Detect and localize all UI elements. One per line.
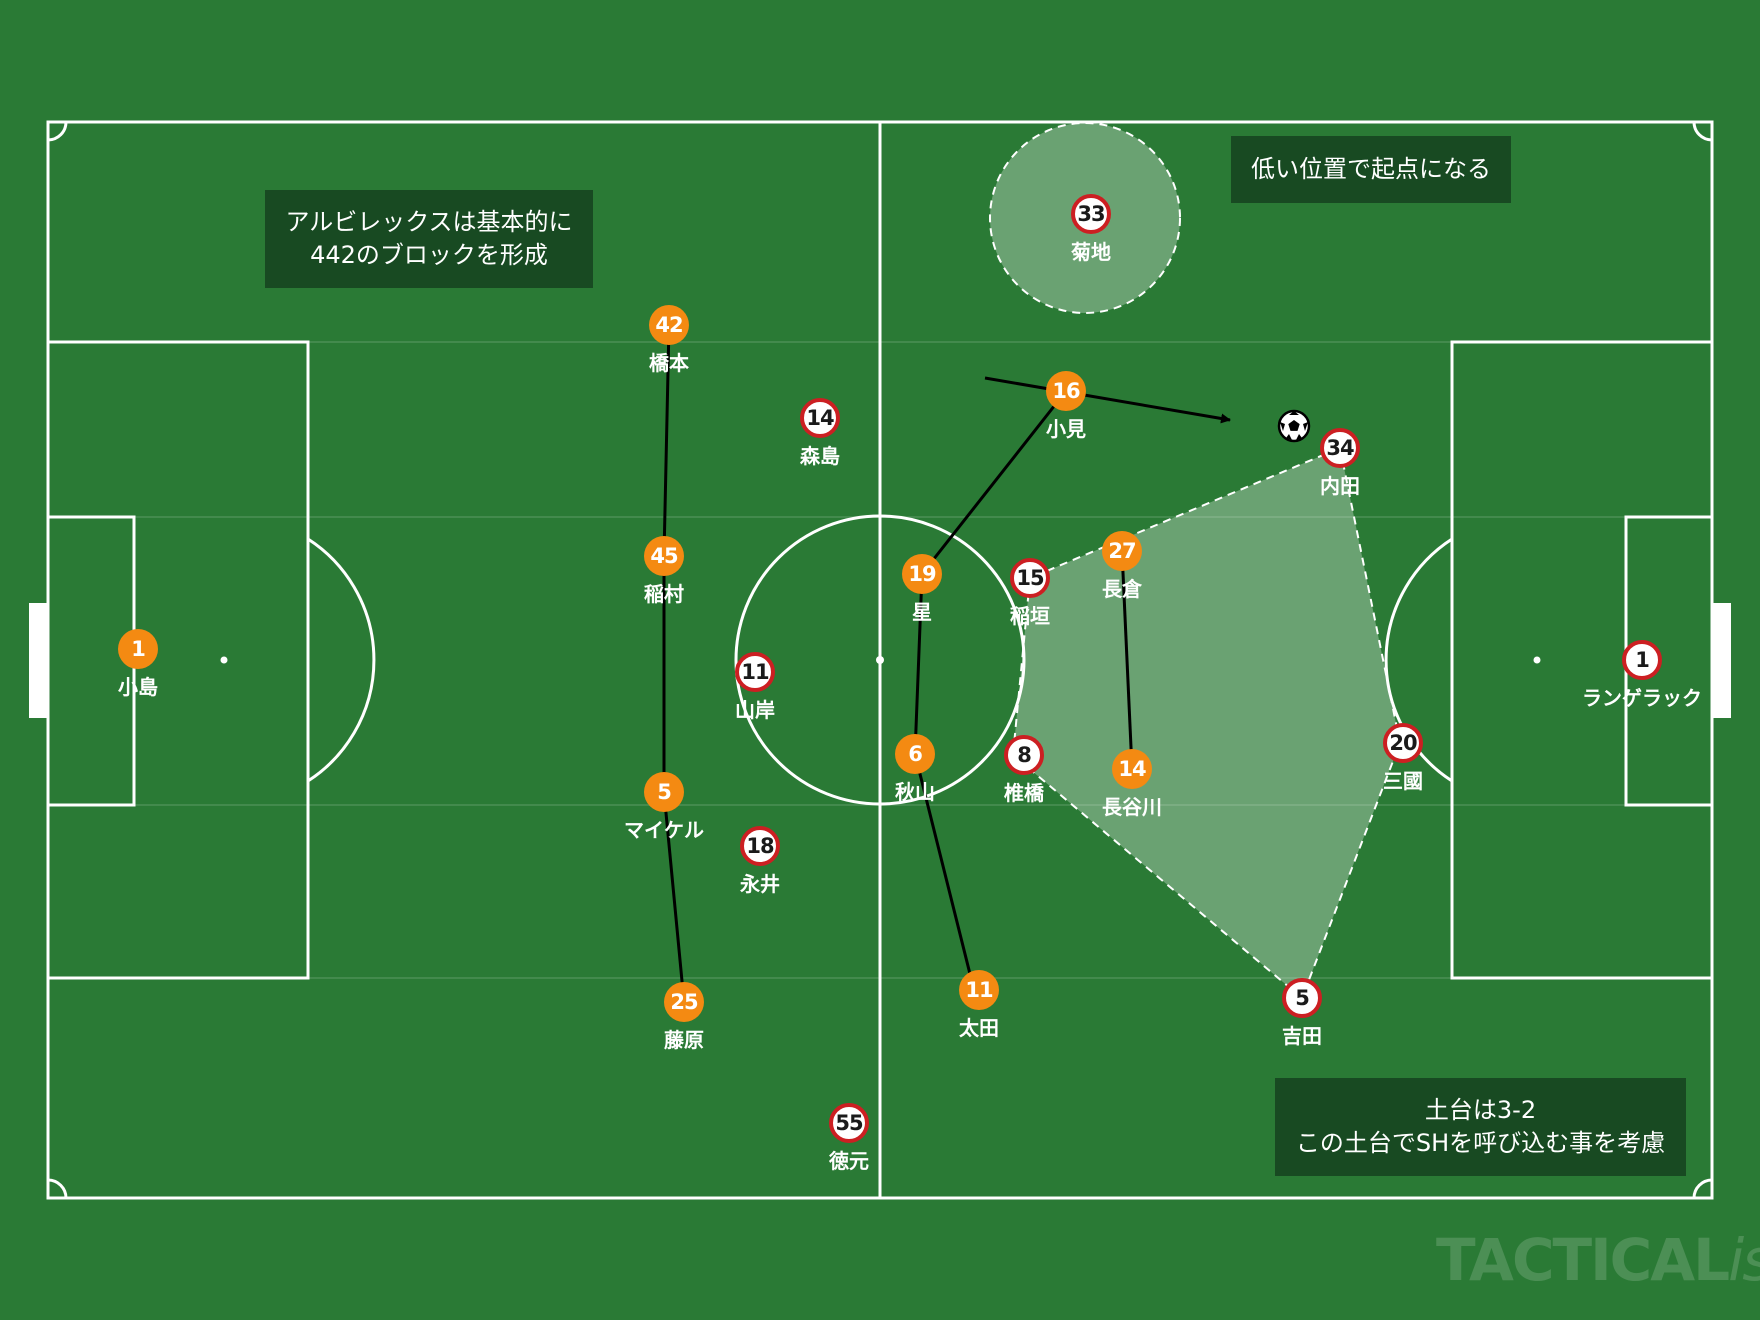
player-number: 55 bbox=[829, 1103, 869, 1143]
player-name: 菊地 bbox=[1071, 240, 1111, 264]
player-name: 稲垣 bbox=[1010, 604, 1050, 628]
player-number: 42 bbox=[649, 305, 689, 345]
player-number: 45 bbox=[644, 536, 684, 576]
player-number: 6 bbox=[895, 734, 935, 774]
player-name: 椎橋 bbox=[1004, 781, 1044, 805]
forward-line bbox=[913, 390, 1068, 991]
player-name: 秋山 bbox=[895, 780, 935, 804]
block-lines bbox=[662, 324, 1134, 1003]
left-goal bbox=[29, 603, 48, 718]
player-name: 徳元 bbox=[829, 1149, 869, 1173]
player-number: 25 bbox=[664, 982, 704, 1022]
player-name: 小見 bbox=[1046, 417, 1086, 441]
note-442-block: アルビレックスは基本的に 442のブロックを形成 bbox=[265, 190, 593, 288]
player-number: 1 bbox=[1622, 640, 1662, 680]
player-name: 永井 bbox=[740, 872, 780, 896]
note-base-3-2-line2: この土台でSHを呼び込む事を考慮 bbox=[1295, 1129, 1666, 1157]
run-arrow bbox=[984, 376, 1231, 424]
player-number: 11 bbox=[959, 970, 999, 1010]
note-base-3-2-line1: 土台は3-2 bbox=[1424, 1096, 1537, 1124]
watermark-bold: TACTICAL bbox=[1436, 1226, 1730, 1294]
player-number: 1 bbox=[118, 629, 158, 669]
player-number: 8 bbox=[1004, 735, 1044, 775]
player-number: 11 bbox=[735, 652, 775, 692]
player-name: 橋本 bbox=[649, 351, 689, 375]
tacticalista-watermark: TACTICALista bbox=[1436, 1226, 1760, 1294]
player-name: 星 bbox=[912, 600, 932, 624]
player-name: 森島 bbox=[800, 444, 840, 468]
player-number: 15 bbox=[1010, 558, 1050, 598]
centre-spot bbox=[876, 656, 884, 664]
midfield-line bbox=[662, 324, 686, 1003]
soccer-ball-icon bbox=[1277, 409, 1311, 443]
player-name: ランゲラック bbox=[1582, 686, 1702, 710]
watermark-italic: ista bbox=[1728, 1226, 1760, 1294]
player-number: 34 bbox=[1320, 428, 1360, 468]
player-name: 山岸 bbox=[735, 698, 775, 722]
player-name: 三國 bbox=[1383, 769, 1423, 793]
note-base-3-2: 土台は3-2 この土台でSHを呼び込む事を考慮 bbox=[1275, 1078, 1686, 1176]
note-low-position-line1: 低い位置で起点になる bbox=[1251, 155, 1491, 183]
player-name: 稲村 bbox=[644, 582, 684, 606]
buildup-zone bbox=[1011, 446, 1402, 1000]
note-442-block-line1: アルビレックスは基本的に bbox=[285, 208, 573, 236]
right-penalty-spot bbox=[1533, 656, 1541, 664]
player-number: 19 bbox=[902, 554, 942, 594]
player-number: 5 bbox=[1282, 978, 1322, 1018]
player-name: 吉田 bbox=[1282, 1024, 1322, 1048]
player-name: 小島 bbox=[118, 675, 158, 699]
player-name: 藤原 bbox=[664, 1028, 704, 1052]
player-number: 27 bbox=[1102, 531, 1142, 571]
player-number: 20 bbox=[1383, 723, 1423, 763]
player-number: 16 bbox=[1046, 371, 1086, 411]
nagakura-hasegawa-line bbox=[1120, 550, 1134, 770]
left-penalty-spot bbox=[220, 656, 228, 664]
right-goal bbox=[1712, 603, 1731, 718]
player-name: 太田 bbox=[959, 1016, 999, 1040]
player-name: 長谷川 bbox=[1102, 795, 1162, 819]
player-number: 33 bbox=[1071, 194, 1111, 234]
player-name: 内田 bbox=[1320, 474, 1360, 498]
player-number: 14 bbox=[800, 398, 840, 438]
note-low-position: 低い位置で起点になる bbox=[1231, 136, 1511, 203]
player-number: 14 bbox=[1112, 749, 1152, 789]
player-number: 18 bbox=[740, 826, 780, 866]
note-442-block-line2: 442のブロックを形成 bbox=[310, 241, 548, 269]
player-name: マイケル bbox=[624, 818, 704, 842]
player-number: 5 bbox=[644, 772, 684, 812]
player-name: 長倉 bbox=[1102, 577, 1142, 601]
